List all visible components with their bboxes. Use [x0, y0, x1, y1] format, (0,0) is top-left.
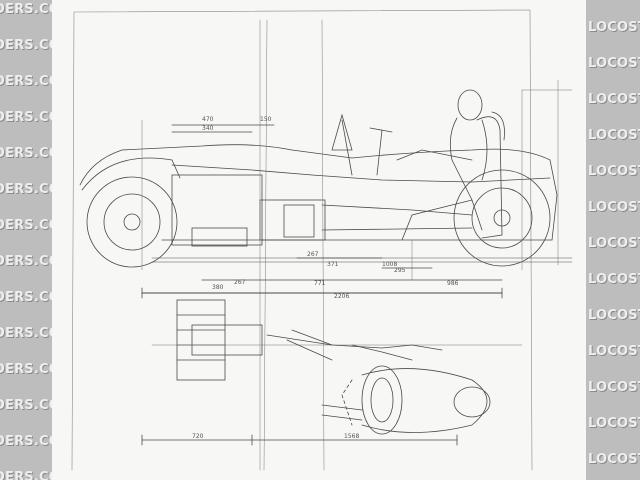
dim-mid-a: 267 [307, 251, 319, 258]
watermark-text: LOCOST [588, 416, 640, 431]
watermark-text: DERS.CO.UK [0, 470, 52, 480]
dim-top-c: 150 [260, 116, 272, 123]
watermark-text: LOCOST [588, 308, 640, 323]
watermark-strip-right: LOCOST LOCOST LOCOST LOCOST LOCOST LOCOST LOCO… [586, 0, 640, 480]
watermark-text: DERS.CO.UK [0, 290, 52, 305]
rear-wheel [453, 169, 551, 267]
watermark-text: LOCOST [588, 164, 640, 179]
dim-mid-d: 295 [394, 267, 406, 274]
dim-top-b: 340 [202, 125, 214, 132]
dim-bottom-d: 986 [447, 280, 459, 287]
plan-view [151, 299, 523, 435]
dim-plan-left: 720 [192, 433, 204, 440]
watermark-text: LOCOST [588, 128, 640, 143]
watermark-text: LOCOST [588, 200, 640, 215]
watermark-text: DERS.CO.UK [0, 362, 52, 377]
watermark-text: DERS.CO.UK [0, 254, 52, 269]
steering-column [341, 119, 393, 176]
watermark-strip-left: DERS.CO.UK DERS.CO.UK DERS.CO.UK DERS.CO.UK… [0, 0, 52, 480]
watermark-text: LOCOST [588, 92, 640, 107]
watermark-text: LOCOST [588, 56, 640, 71]
dim-bottom-b: 267 [234, 279, 246, 286]
dim-plan-right: 1568 [344, 433, 359, 440]
dim-mid-b: 371 [327, 261, 339, 268]
watermark-text: LOCOST [588, 380, 640, 395]
engine-block [171, 174, 263, 246]
watermark-text: LOCOST [588, 236, 640, 251]
dim-mid-c: 1008 [382, 261, 397, 268]
watermark-text: DERS.CO.UK [0, 38, 52, 53]
watermark-text: LOCOST [588, 452, 640, 467]
dim-top-a: 470 [202, 116, 214, 123]
watermark-text: DERS.CO.UK [0, 434, 52, 449]
watermark-text: DERS.CO.UK [0, 398, 52, 413]
body-outline [79, 144, 558, 241]
watermark-text: LOCOST [588, 20, 640, 35]
driver-figure [396, 89, 505, 241]
chassis-drawing: 470 340 150 267 371 1008 295 380 267 771… [71, 9, 573, 471]
watermark-text: DERS.CO.UK [0, 182, 52, 197]
watermark-text: DERS.CO.UK [0, 326, 52, 341]
dim-bottom-c: 771 [314, 280, 326, 287]
dim-bottom-a: 380 [212, 284, 224, 291]
watermark-text: DERS.CO.UK [0, 218, 52, 233]
watermark-text: DERS.CO.UK [0, 2, 52, 17]
dim-overall: 2206 [334, 293, 349, 300]
front-wheel [81, 157, 181, 268]
watermark-text: DERS.CO.UK [0, 110, 52, 125]
watermark-text: LOCOST [588, 272, 640, 287]
watermark-text: DERS.CO.UK [0, 146, 52, 161]
watermark-text: DERS.CO.UK [0, 74, 52, 89]
watermark-text: LOCOST [588, 344, 640, 359]
